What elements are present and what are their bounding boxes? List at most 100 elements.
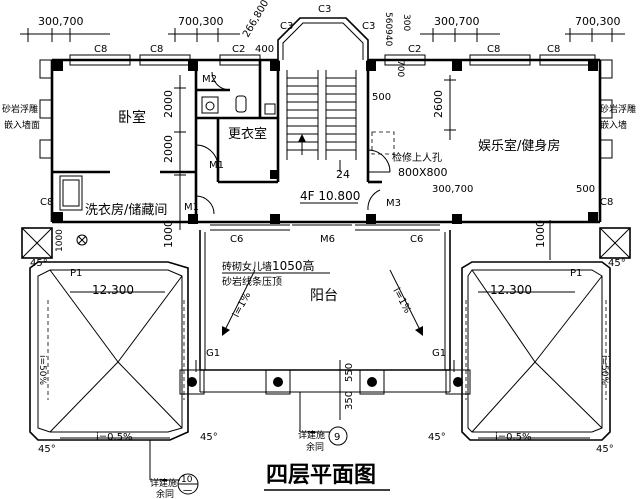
bathroom-fixtures — [76, 95, 276, 246]
dim-label: 700,300 — [178, 15, 224, 28]
door-tag-m2: M2 — [202, 74, 217, 85]
dim-label: 300,700 — [434, 15, 480, 28]
dim-label: 300 — [401, 14, 411, 31]
parapet-note: 砖砌女儿墙 — [222, 260, 272, 273]
angle-label: 45° — [596, 444, 614, 455]
balcony-slope-left: i=1% — [231, 290, 253, 319]
interior-dimension-lines — [174, 75, 551, 260]
door-tag-m6: M6 — [320, 234, 335, 245]
parapet-height: 1050高 — [272, 258, 315, 273]
dim-label: 560940 — [383, 12, 393, 47]
drawing-title: 四层平面图 — [266, 463, 376, 488]
access-hatch-label: 检修上人孔 — [392, 151, 442, 164]
angle-label: 45° — [30, 258, 48, 269]
dim-label: 300,700 — [432, 184, 473, 195]
gutter-tag-g1: G1 — [432, 348, 446, 359]
roof-elev-left: 12.300 — [92, 283, 134, 297]
roof-side-slope-right: i=50% — [599, 355, 609, 385]
door-tag-m1: M1 — [209, 160, 224, 171]
outer-walls — [50, 58, 602, 224]
room-label-balcony: 阳台 — [310, 288, 338, 304]
dim-label: 2600 — [432, 90, 445, 118]
top-dimension-lines — [20, 28, 625, 42]
room-label-bedroom: 卧室 — [118, 109, 146, 126]
roof-slope-left: i=0.5% — [96, 432, 133, 443]
detail-num-10: 10 — [181, 475, 193, 485]
window-tag-c6: C6 — [230, 234, 243, 245]
window-tag-c8: C8 — [94, 44, 107, 55]
stone-relief-left: 砂岩浮雕 — [2, 103, 38, 115]
window-tag-c8: C8 — [40, 197, 53, 208]
detail-bubble-9 — [328, 426, 348, 446]
pipe-tag-p1: P1 — [70, 268, 82, 279]
dim-label: 350 — [344, 391, 355, 410]
laundry-sink-inner — [62, 179, 80, 207]
roof-slope-right: i=0.5% — [495, 432, 532, 443]
laundry-sink — [59, 175, 83, 211]
window-tag-c3: C3 — [280, 21, 293, 32]
angle-label: 45° — [428, 432, 446, 443]
dim-label: 700 — [395, 60, 405, 77]
window-tag-c8: C8 — [547, 44, 560, 55]
dim-label: 500 — [576, 184, 595, 195]
window-tag-c2: C2 — [408, 44, 421, 55]
balcony-slope-arrows — [222, 269, 423, 336]
parapet-coping: 砂岩线条压顶 — [222, 275, 282, 288]
window-tag-c6: C6 — [410, 234, 423, 245]
room-label-entertainment: 娱乐室/健身房 — [478, 138, 560, 154]
window-tag-c8: C8 — [150, 44, 163, 55]
stair-step-count: 24 — [336, 168, 350, 181]
angle-label: 45° — [200, 432, 218, 443]
detail-sub: 一 — [183, 487, 192, 497]
door-tag-m3: M3 — [386, 198, 401, 209]
window-tag-c3: C3 — [318, 4, 331, 15]
stone-relief-right: 砂岩浮雕 — [600, 103, 636, 115]
stone-relief-right-2: 嵌入墙 — [600, 119, 627, 131]
door-swings — [195, 71, 391, 215]
floor-level-label: 4F 10.800 — [300, 189, 360, 203]
right-roof — [461, 227, 631, 441]
stair-bay — [276, 17, 370, 182]
access-hatch-outline — [371, 131, 395, 155]
detail-num-9: 9 — [334, 432, 340, 443]
balcony-openings — [210, 224, 440, 231]
left-roof — [21, 227, 189, 441]
pipe-tag-p1: P1 — [570, 268, 582, 279]
detail-ref-text: 详建施 — [150, 477, 177, 489]
angle-label: 45° — [608, 258, 626, 269]
dim-label: 550 — [344, 363, 355, 382]
dim-label: 700,300 — [575, 15, 621, 28]
angle-label: 45° — [38, 444, 56, 455]
detail-ref-text: 详建施 — [298, 429, 325, 441]
dim-label: 400 — [255, 44, 274, 55]
side-pilasters — [39, 59, 613, 159]
dim-label: 266,800 — [241, 0, 271, 39]
window-tag-c2: C2 — [232, 44, 245, 55]
dim-label: 300,700 — [38, 15, 84, 28]
balcony-outline — [199, 230, 451, 393]
dim-label: 2000 — [162, 90, 175, 118]
balcony-slope-right: i=1% — [390, 286, 412, 315]
dim-label: 500 — [372, 92, 391, 103]
dim-label: 1000 — [55, 229, 65, 252]
gutter-tag-g1: G1 — [206, 348, 220, 359]
room-label-dressing: 更衣室 — [228, 126, 267, 142]
window-tag-c8: C8 — [487, 44, 500, 55]
roof-elev-right: 12.300 — [490, 283, 532, 297]
dim-label: 1000 — [534, 220, 547, 248]
balustrade-posts — [179, 369, 471, 395]
window-tag-c8: C8 — [600, 197, 613, 208]
detail-ref-note: 余同 — [156, 488, 174, 499]
window-tag-c3: C3 — [362, 21, 375, 32]
room-label-laundry: 洗衣房/储藏间 — [85, 202, 167, 218]
detail-ref-note: 余同 — [306, 441, 324, 453]
interior-walls — [52, 60, 382, 222]
door-tag-m1: M1 — [184, 202, 199, 213]
columns — [53, 61, 598, 224]
dim-label: 2000 — [162, 135, 175, 163]
stone-relief-left-2: 嵌入墙面 — [4, 119, 40, 131]
dim-label: 1000 — [162, 220, 175, 248]
roof-side-slope-left: i=50% — [37, 355, 47, 385]
access-hatch-size: 800X800 — [398, 166, 448, 179]
